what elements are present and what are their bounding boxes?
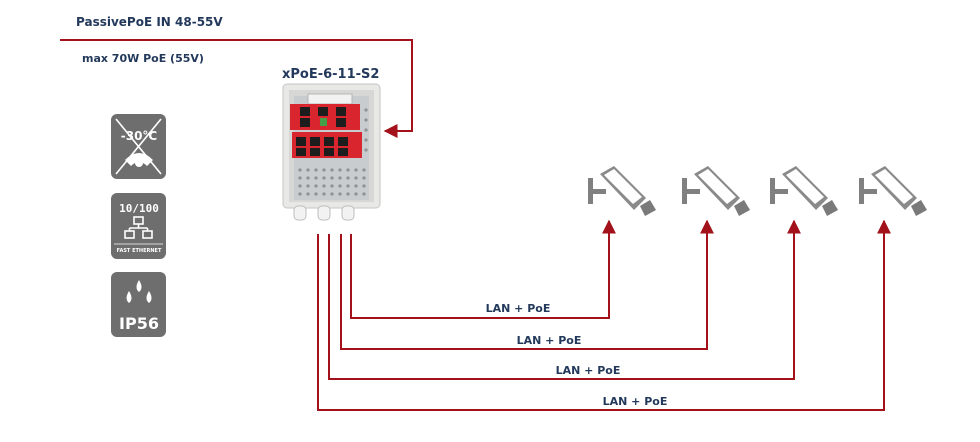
ethernet-speed-subtext: FAST ETHERNET [117, 248, 162, 254]
camera-icon [770, 166, 838, 216]
lan-poe-link-3 [328, 219, 801, 380]
water-drops-icon [126, 280, 152, 303]
cold-rating-badge: -30°C [111, 114, 166, 179]
camera-icon [682, 166, 750, 216]
lan-poe-label-1: LAN + PoE [486, 302, 551, 315]
network-icon [124, 216, 153, 239]
lan-poe-label-4: LAN + PoE [603, 395, 668, 408]
cold-rating-text: -30°C [121, 129, 158, 143]
lan-poe-link-4 [317, 219, 891, 411]
input-wire [60, 39, 413, 138]
lan-poe-label-3: LAN + PoE [556, 364, 621, 377]
ethernet-speed-badge: 10/100 FAST ETHERNET [111, 193, 166, 259]
ip-rating-text: IP56 [119, 314, 159, 333]
lan-poe-link-1 [350, 219, 616, 319]
camera-icon [588, 166, 656, 216]
lan-poe-link-2 [340, 219, 714, 350]
device-model-label: xPoE-6-11-S2 [282, 67, 379, 82]
input-label: PassivePoE IN 48-55V [76, 15, 223, 29]
lan-poe-label-2: LAN + PoE [517, 334, 582, 347]
snowflake-crossed-icon [125, 153, 153, 167]
ethernet-speed-text: 10/100 [119, 202, 159, 215]
device-enclosure [282, 83, 381, 221]
camera-icon [859, 166, 927, 216]
power-label: max 70W PoE (55V) [82, 52, 204, 65]
ip-rating-badge: IP56 [111, 272, 166, 337]
